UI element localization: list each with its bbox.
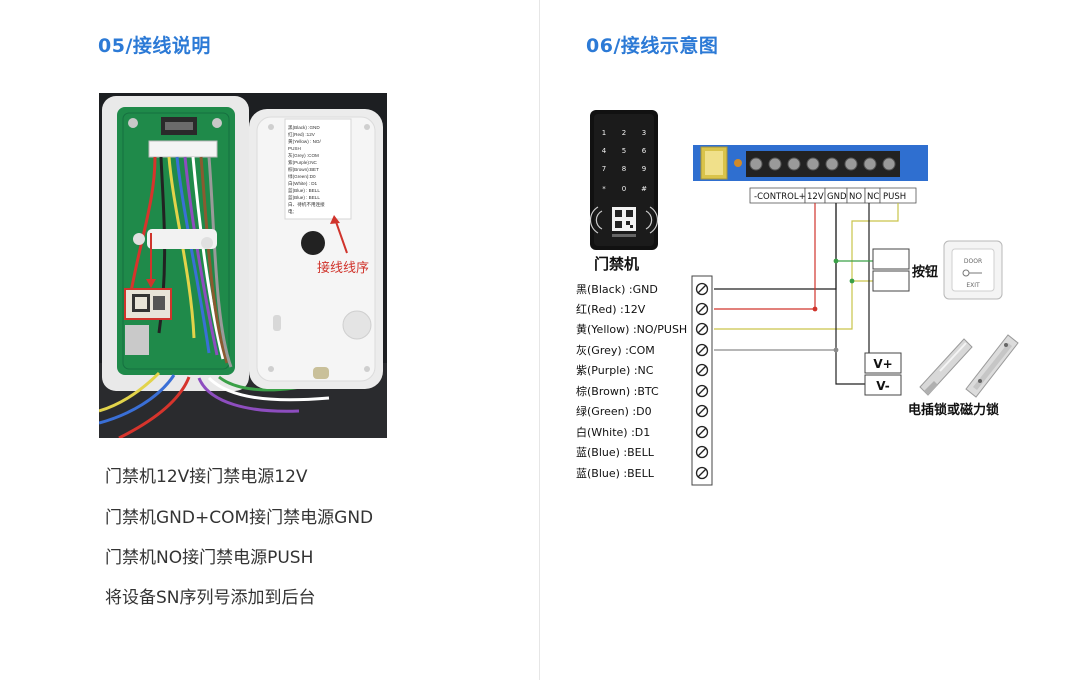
button-label: 按钮 (912, 264, 938, 280)
wiring-diagram: 1 2 3 4 5 6 7 8 9 * 0 # (568, 95, 1028, 495)
section-title-wiring-diagram: 06/接线示意图 (586, 35, 719, 57)
exit-button-top-text: DOOR (964, 258, 982, 265)
wire-label-8: 蓝(Blue) :BELL (576, 446, 655, 459)
psu-terminal-label: 12V (807, 192, 824, 202)
column-divider (539, 0, 540, 680)
sticker-line: 紫(Purple):NC (288, 160, 318, 165)
sticker-line: 灰(Grey) :COM (288, 152, 319, 159)
keypad-key: 4 (602, 147, 607, 155)
keypad-label: 门禁机 (594, 255, 639, 273)
keypad-terminal-strip (691, 275, 713, 486)
psu-terminal-label: -CONTROL+ (754, 192, 806, 202)
wire-labels: 黑(Black) :GND 红(Red) :12V 黄(Yellow) :NO/… (576, 283, 687, 480)
sticker-line: 黄(Yellow) : NO/ (288, 138, 321, 145)
instruction-line-3: 门禁机NO接门禁电源PUSH (105, 548, 314, 568)
sticker-line: 红(Red) :12V (288, 131, 316, 137)
button-terminal (872, 248, 910, 292)
keypad-key: 5 (622, 147, 626, 155)
keypad-device: 1 2 3 4 5 6 7 8 9 * 0 # (589, 110, 659, 250)
sticker-line: 白(White) : D1 (288, 180, 318, 187)
keypad-key: * (602, 185, 606, 193)
instruction-line-4: 将设备SN序列号添加到后台 (105, 588, 316, 608)
wire-label-5: 棕(Brown) :BTC (576, 384, 659, 398)
psu-terminal-label: GND (827, 192, 847, 202)
sticker-line: 黑(Black) :GND (288, 125, 320, 131)
keypad-key: 6 (642, 147, 647, 155)
wiring-order-label: 接线线序 (317, 260, 369, 275)
magnetic-lock-icon (965, 334, 1019, 398)
keypad-key: 2 (622, 129, 626, 137)
section-title-wiring-instructions: 05/接线说明 (98, 35, 211, 57)
keypad-key: 8 (622, 165, 626, 173)
wire-label-7: 白(White) :D1 (576, 425, 650, 439)
sticker-line: 蓝(Blue) : BELL (288, 187, 320, 193)
keypad-key: 7 (602, 165, 606, 173)
device-photo: 黑(Black) :GND 红(Red) :12V 黄(Yellow) : NO… (99, 93, 387, 438)
wire-label-1: 红(Red) :12V (576, 303, 646, 316)
keypad-key: 1 (602, 129, 606, 137)
sticker-line: 白、待机不用连接 (288, 201, 325, 208)
lock-power-terminal: V+ V- (864, 352, 902, 396)
wire-label-0: 黑(Black) :GND (576, 283, 658, 296)
v-minus-label: V- (876, 379, 889, 393)
device-photo-illustration: 黑(Black) :GND 红(Red) :12V 黄(Yellow) : NO… (99, 93, 387, 438)
v-plus-label: V+ (873, 357, 892, 371)
psu-screw-terminals (746, 151, 900, 177)
sticker-line: 电; (288, 208, 294, 214)
sticker-line: 棕(Brown):BET (288, 166, 319, 173)
sticker-line: 绿(Green):D0 (288, 173, 316, 179)
psu-terminal-label: NO (849, 192, 862, 202)
wire-label-2: 黄(Yellow) :NO/PUSH (576, 322, 687, 336)
wire-label-4: 紫(Purple) :NC (576, 364, 654, 377)
keypad-key: 3 (642, 129, 646, 137)
psu-terminal-label: NC (867, 192, 879, 202)
electric-lock-icon (919, 338, 973, 396)
exit-button-icon: DOOR EXIT (943, 240, 1003, 300)
psu-terminal-label: PUSH (883, 192, 906, 202)
wire-label-6: 绿(Green) :D0 (576, 404, 652, 418)
keypad-key: 9 (642, 165, 646, 173)
keypad-key: 0 (622, 185, 626, 193)
keypad-key: # (641, 185, 647, 193)
exit-button-bottom-text: EXIT (966, 282, 980, 289)
wire-label-9: 蓝(Blue) :BELL (576, 467, 655, 480)
lock-label: 电插锁或磁力锁 (908, 402, 999, 418)
instruction-line-2: 门禁机GND+COM接门禁电源GND (105, 508, 374, 528)
sticker-line: 蓝(Blue) : BELL (288, 194, 320, 200)
wiring-diagram-svg: 1 2 3 4 5 6 7 8 9 * 0 # (576, 110, 1019, 486)
sticker-line: PUSH (288, 146, 301, 151)
instruction-line-1: 门禁机12V接门禁电源12V (105, 467, 308, 487)
power-supply-board (693, 145, 928, 181)
wire-label-3: 灰(Grey) :COM (576, 343, 655, 357)
